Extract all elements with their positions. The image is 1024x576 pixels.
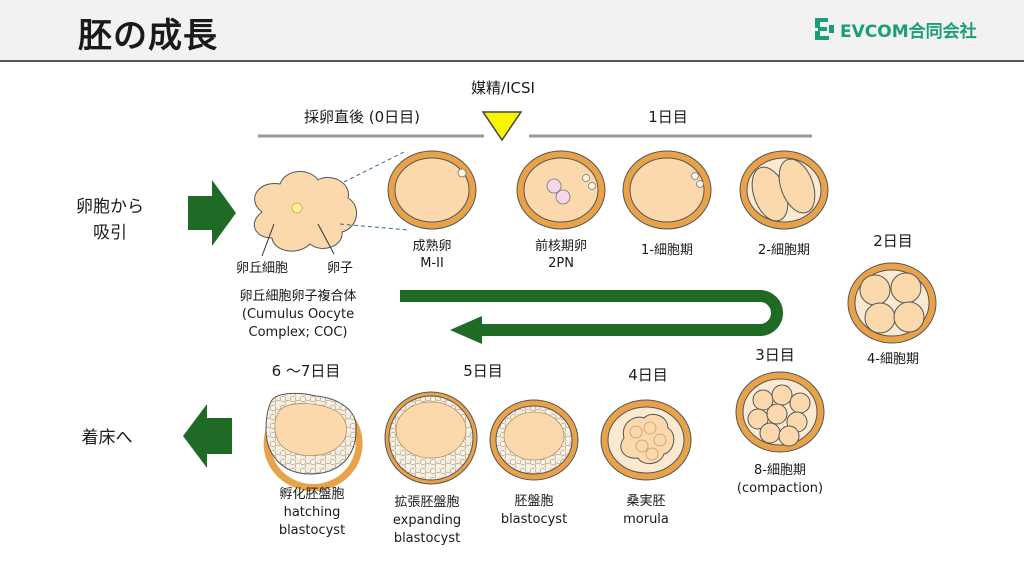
expanding-label-line2: expanding — [393, 513, 461, 528]
hatching-blastocyst-embryo — [263, 392, 363, 491]
morula-embryo — [600, 399, 692, 481]
expanding-label-line3: blastocyst — [394, 531, 460, 546]
pronuclear-label-line1: 前核期卵 — [535, 238, 587, 254]
coc-label-line1: 卵丘細胞卵子複合体 — [239, 288, 356, 304]
day3-label: 3日目 — [755, 346, 795, 364]
blastocyst-label-line2: blastocyst — [501, 512, 567, 527]
day1-label: 1日目 — [648, 108, 688, 126]
hatching-label-line3: blastocyst — [279, 523, 345, 538]
coc-label-line3: Complex; COC) — [249, 325, 348, 340]
one-cell-label: 1-細胞期 — [641, 243, 693, 258]
day2-label: 2日目 — [873, 232, 913, 250]
fertilization-label: 媒精/ICSI — [471, 79, 535, 97]
day4-label: 4日目 — [628, 366, 668, 384]
eight-cell-label-line2: (compaction) — [737, 481, 823, 496]
implantation-arrow — [183, 404, 232, 468]
cumulus-label: 卵丘細胞 — [236, 261, 288, 276]
day0-label: 採卵直後 (0日目) — [304, 108, 420, 126]
retrieval-label-line1: 卵胞から — [76, 197, 144, 217]
two-cell-embryo — [739, 150, 829, 230]
logo-text: EVCOM合同会社 — [840, 21, 977, 42]
mature-oocyte-mii — [387, 150, 477, 230]
four-cell-label: 4-細胞期 — [867, 352, 919, 367]
morula-label-line1: 桑実胚 — [626, 493, 665, 509]
two-cell-label: 2-細胞期 — [758, 243, 810, 258]
cumulus-leader-line — [261, 223, 275, 257]
blastocyst-embryo — [489, 399, 579, 481]
coc-label-line2: (Cumulus Oocyte — [242, 307, 354, 322]
hatching-label-line1: 孵化胚盤胞 — [279, 487, 344, 502]
page-title: 胚の成長 — [78, 16, 218, 56]
fertilization-marker — [481, 111, 523, 142]
eight-cell-embryo — [735, 371, 825, 453]
progression-arrow-body — [400, 290, 783, 336]
oocyte-leader-line — [317, 223, 335, 255]
pronuclear-label-line2: 2PN — [548, 256, 574, 271]
mature-label-line1: 成熟卵 — [412, 238, 451, 254]
zoom-line-bottom — [339, 223, 409, 231]
expanding-blastocyst-embryo — [384, 391, 478, 485]
cumulus-oocyte-complex — [253, 171, 357, 252]
one-cell-embryo — [622, 150, 712, 230]
pronuclear-zygote-2pn — [516, 150, 606, 230]
header-bar: 胚の成長 EVCOM合同会社 — [0, 0, 1024, 62]
company-logo: EVCOM合同会社 — [812, 16, 977, 42]
blastocyst-label-line1: 胚盤胞 — [514, 494, 553, 509]
four-cell-embryo — [847, 262, 937, 344]
implantation-label: 着床へ — [82, 428, 133, 448]
evcom-logo-icon — [812, 18, 834, 40]
day5-label: 5日目 — [463, 362, 503, 380]
oocyte-label: 卵子 — [327, 261, 353, 276]
expanding-label-line1: 拡張胚盤胞 — [394, 495, 459, 510]
morula-label-line2: morula — [623, 512, 669, 527]
retrieval-arrow — [188, 180, 236, 246]
mature-label-line2: M-II — [420, 256, 444, 271]
progression-arrow-head — [450, 316, 482, 344]
hatching-label-line2: hatching — [284, 505, 341, 520]
day67-label: 6 ～7日目 — [272, 362, 341, 380]
eight-cell-label-line1: 8-細胞期 — [754, 463, 806, 478]
retrieval-label-line2: 吸引 — [93, 223, 127, 243]
